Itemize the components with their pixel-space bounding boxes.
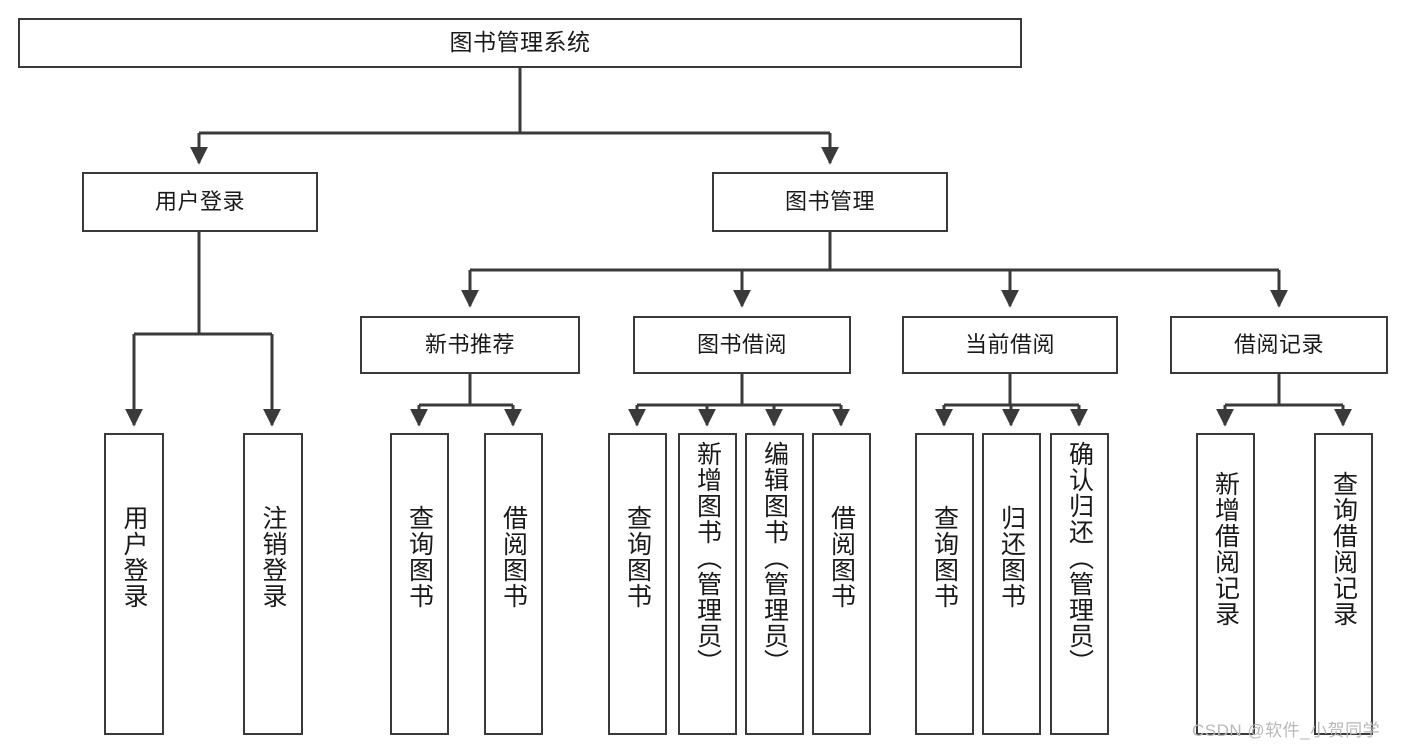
node-book-manage[interactable]: 图书管理 [712,172,948,232]
node-new-book-recommend[interactable]: 新书推荐 [360,316,580,374]
node-leaf-borrow-book-2[interactable]: 借阅图书 [812,433,871,735]
node-leaf-logout-login-label: 注销登录 [259,505,287,609]
node-leaf-confirm-return[interactable]: 确认归还（管理员） [1050,433,1109,735]
node-leaf-query-book-1-label: 查询图书 [405,505,434,609]
node-leaf-edit-book[interactable]: 编辑图书（管理员） [745,433,804,735]
csdn-watermark: CSDN @软件_小贺同学 [1192,721,1381,740]
node-user-login-label: 用户登录 [154,188,245,214]
node-leaf-query-book-2[interactable]: 查询图书 [608,433,667,735]
node-leaf-user-login-label: 用户登录 [120,505,148,609]
node-current-borrow[interactable]: 当前借阅 [902,316,1118,374]
node-borrow-record-label: 借阅记录 [1233,331,1324,357]
node-new-book-recommend-label: 新书推荐 [424,331,515,357]
node-leaf-query-record-label: 查询借阅记录 [1329,471,1358,627]
node-book-borrow[interactable]: 图书借阅 [633,316,851,374]
node-leaf-add-book-label: 新增图书（管理员） [693,441,722,675]
node-leaf-edit-book-label: 编辑图书（管理员） [760,441,789,675]
node-book-borrow-label: 图书借阅 [696,331,787,357]
node-leaf-confirm-return-label: 确认归还（管理员） [1065,441,1094,675]
node-root[interactable]: 图书管理系统 [18,18,1022,68]
node-leaf-query-record[interactable]: 查询借阅记录 [1314,433,1373,735]
node-leaf-borrow-book-1-label: 借阅图书 [499,505,528,609]
node-leaf-add-record-label: 新增借阅记录 [1211,471,1240,627]
node-borrow-record[interactable]: 借阅记录 [1170,316,1388,374]
node-leaf-query-book-3-label: 查询图书 [930,505,959,609]
node-book-manage-label: 图书管理 [784,188,875,214]
node-leaf-query-book-2-label: 查询图书 [623,505,652,609]
node-leaf-borrow-book-2-label: 借阅图书 [827,505,856,609]
node-leaf-query-book-1[interactable]: 查询图书 [390,433,449,735]
node-root-label: 图书管理系统 [449,29,591,56]
node-leaf-return-book-label: 归还图书 [997,505,1026,609]
node-leaf-add-book[interactable]: 新增图书（管理员） [678,433,737,735]
node-leaf-return-book[interactable]: 归还图书 [982,433,1041,735]
node-leaf-add-record[interactable]: 新增借阅记录 [1196,433,1255,735]
node-leaf-user-login[interactable]: 用户登录 [104,433,164,735]
node-leaf-borrow-book-1[interactable]: 借阅图书 [484,433,543,735]
node-leaf-query-book-3[interactable]: 查询图书 [915,433,974,735]
node-current-borrow-label: 当前借阅 [964,331,1055,357]
node-leaf-logout-login[interactable]: 注销登录 [243,433,303,735]
node-user-login[interactable]: 用户登录 [82,172,318,232]
